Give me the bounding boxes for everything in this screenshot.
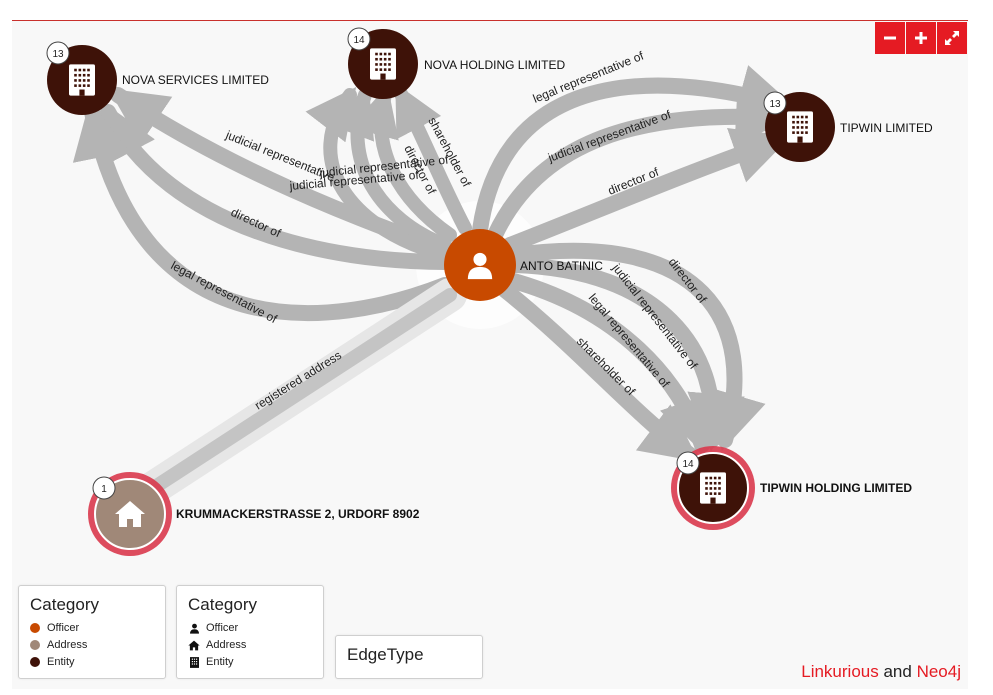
legend-item-entity: Entity	[188, 656, 234, 668]
node-nova-holding[interactable]: 14 NOVA HOLDING LIMITED	[347, 27, 565, 99]
legend-title: EdgeType	[347, 645, 424, 664]
edge-registered-address-core	[128, 288, 457, 507]
building-icon	[188, 656, 200, 668]
node-krummackerstrasse[interactable]: 1 KRUMMACKERSTRASSE 2, URDORF 8902	[88, 472, 420, 556]
node-badge-count: 14	[353, 35, 365, 46]
legend-item-entity: Entity	[30, 656, 75, 668]
node-badge	[763, 91, 787, 115]
node-badge-count: 13	[52, 49, 64, 60]
node-anto-batinic[interactable]: ANTO BATINIC	[444, 229, 603, 301]
building-icon	[700, 472, 726, 504]
edge-director-nova-holding[interactable]	[350, 85, 457, 242]
officer-color-swatch	[30, 623, 40, 633]
edge-label-judicial-tipwin: judicial representative of	[545, 107, 673, 165]
plus-icon	[915, 32, 927, 44]
node-badge	[347, 27, 371, 51]
legend-item-officer: Officer	[30, 622, 79, 634]
node-label: ANTO BATINIC	[520, 259, 603, 273]
node-label: KRUMMACKERSTRASSE 2, URDORF 8902	[176, 507, 420, 521]
person-icon	[188, 622, 200, 634]
building-icon	[69, 64, 95, 96]
address-color-swatch	[30, 640, 40, 650]
edge-legal-tipwin[interactable]	[472, 65, 797, 238]
node-badge-count: 1	[101, 484, 107, 495]
edge-label-director-tipwin-holding: director of	[666, 255, 710, 306]
legend-edge-type: EdgeType	[335, 635, 483, 679]
legend-item-label: Address	[47, 639, 88, 651]
legend-item-label: Address	[206, 639, 247, 651]
legend-category-icon: Category Officer Address Entity	[176, 585, 324, 679]
legend-item-label: Entity	[47, 656, 75, 668]
edge-shareholder-tipwin-holding[interactable]	[497, 282, 700, 463]
credit-and: and	[883, 662, 912, 681]
entity-color-swatch	[30, 657, 40, 667]
home-icon	[188, 639, 200, 651]
zoom-in-button[interactable]	[906, 22, 936, 54]
node-label: NOVA SERVICES LIMITED	[122, 73, 269, 87]
building-icon	[370, 48, 396, 80]
expand-icon	[945, 31, 959, 45]
legend-item-label: Officer	[47, 622, 80, 634]
credits: Linkurious and Neo4j	[801, 662, 961, 682]
edge-judicial-tipwin[interactable]	[487, 86, 794, 243]
fullscreen-button[interactable]	[937, 22, 967, 54]
edge-director-nova-services[interactable]	[100, 101, 453, 270]
node-nova-services[interactable]: 13 NOVA SERVICES LIMITED	[46, 41, 269, 115]
legend-item-address: Address	[30, 639, 87, 651]
edge-label-legal-nova-services: legal representative of	[169, 258, 280, 326]
credit-link-linkurious[interactable]: Linkurious	[801, 662, 879, 681]
building-icon	[787, 111, 813, 143]
node-badge-count: 13	[769, 99, 781, 110]
legend-item-address: Address	[188, 639, 246, 651]
zoom-out-button[interactable]	[875, 22, 905, 54]
node-badge	[676, 451, 700, 475]
legend-title: Category	[30, 595, 99, 614]
credit-link-neo4j[interactable]: Neo4j	[916, 662, 961, 681]
node-badge	[46, 41, 70, 65]
node-label: TIPWIN LIMITED	[840, 121, 933, 135]
node-label: NOVA HOLDING LIMITED	[424, 58, 565, 72]
legend-item-label: Officer	[206, 622, 239, 634]
node-badge-count: 14	[682, 459, 694, 470]
minus-icon	[884, 36, 896, 40]
node-badge	[92, 476, 116, 500]
node-tipwin-limited[interactable]: 13 TIPWIN LIMITED	[763, 91, 933, 162]
edge-shareholder-nova-holding[interactable]	[393, 83, 472, 235]
node-label: TIPWIN HOLDING LIMITED	[760, 481, 912, 495]
node-tipwin-holding[interactable]: 14 TIPWIN HOLDING LIMITED	[671, 446, 912, 530]
legend-item-label: Entity	[206, 656, 234, 668]
legend-item-officer: Officer	[188, 622, 238, 634]
legend-category-color: Category Officer Address Entity	[18, 585, 166, 679]
legend-title: Category	[188, 595, 257, 614]
edge-director-tipwin[interactable]	[502, 128, 791, 253]
edge-legal-nova-services[interactable]	[72, 100, 453, 322]
